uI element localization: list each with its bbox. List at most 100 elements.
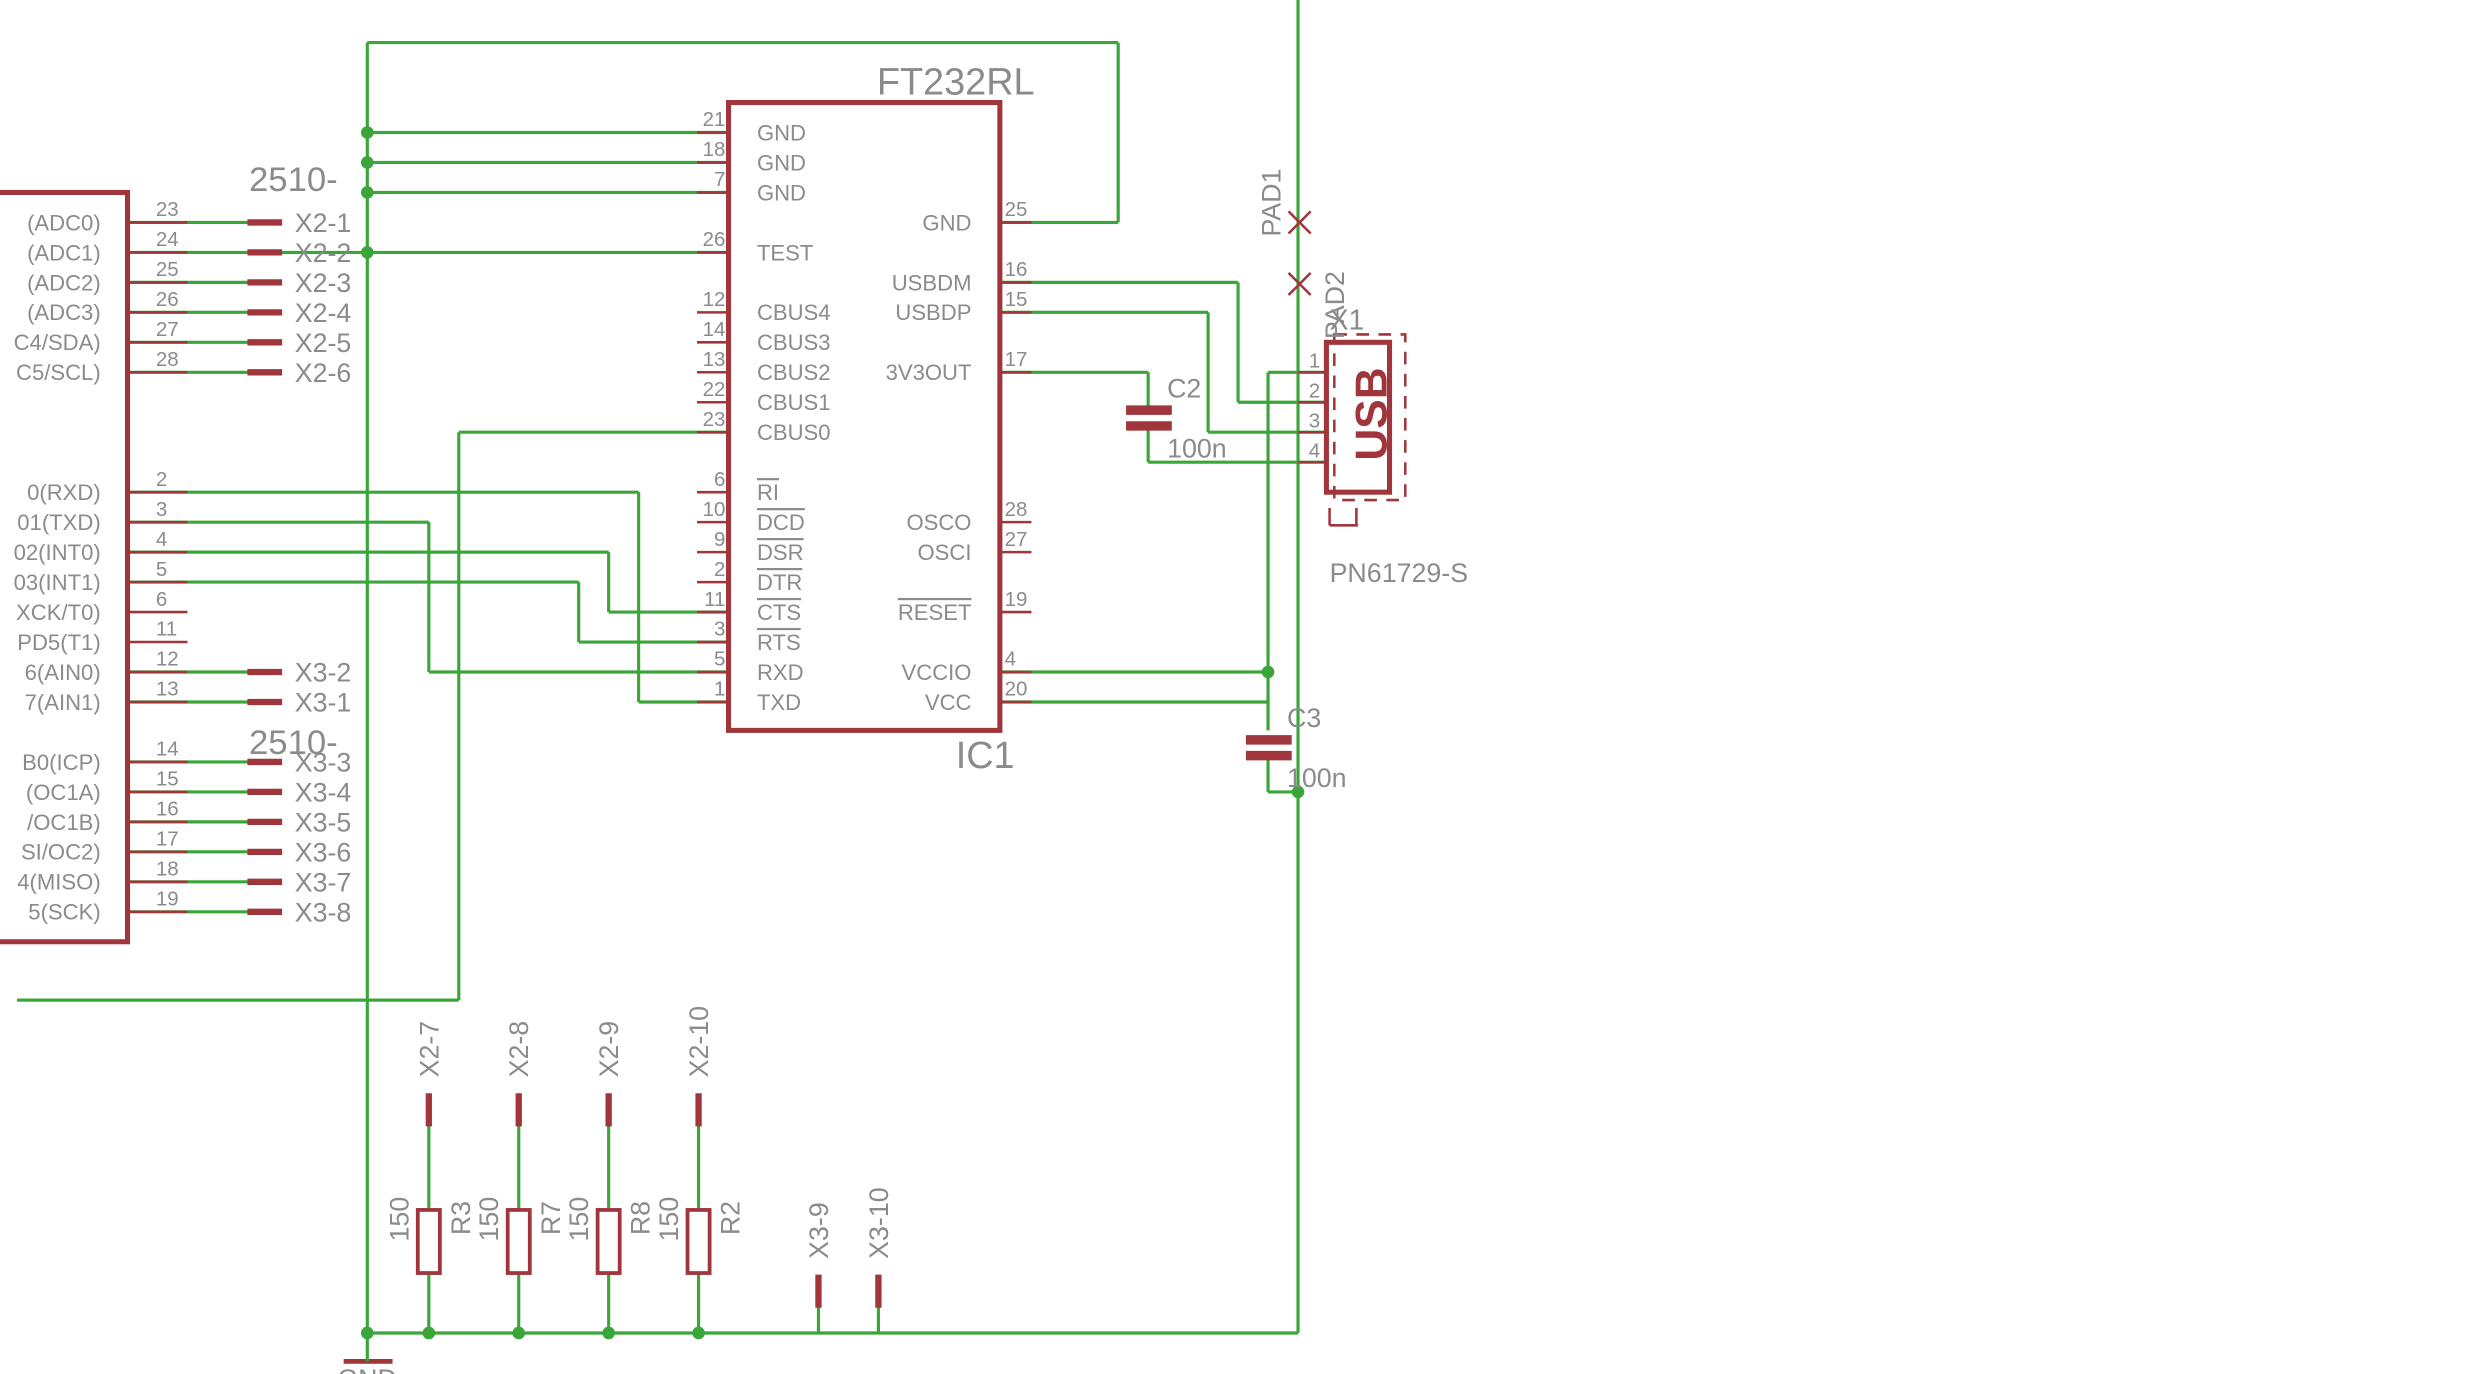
pad2-x-icon <box>1287 272 1312 296</box>
mcu-pin-number: 2 <box>156 468 167 491</box>
ic1-pin-number: 12 <box>703 288 726 311</box>
ic1-value: FT232RL <box>877 62 1035 104</box>
usb-pin-number: 3 <box>1309 410 1320 433</box>
resistor-name: R2 <box>716 1201 746 1235</box>
mcu-pin-number: 13 <box>156 678 179 701</box>
ic1-pin-number: 25 <box>1005 198 1028 221</box>
ic1-pin-name: RXD <box>757 660 804 685</box>
mcu-pin-number: 17 <box>156 828 179 851</box>
mcu-pin-name: 03(INT1) <box>14 570 101 595</box>
c2-value: 100n <box>1167 433 1227 463</box>
mcu-pin-name: PD5(T1) <box>17 630 100 655</box>
ic1-pin-number: 9 <box>714 528 725 551</box>
resistor-value: 150 <box>564 1197 594 1242</box>
resistor-value: 150 <box>384 1197 414 1242</box>
resistor-body <box>595 1208 622 1275</box>
mcu-pin-number: 5 <box>156 558 167 581</box>
junction-dot <box>360 126 374 139</box>
ic1-name: IC1 <box>956 735 1015 777</box>
x3-connector-label: 2510- <box>249 724 338 762</box>
mcu-pin-name: B0(ICP) <box>22 750 101 775</box>
connector-pin-label: X2-3 <box>295 268 352 298</box>
junctions <box>360 126 1305 1340</box>
mcu-pin-name: C5/SCL) <box>16 360 101 385</box>
mcu-pin-name: 7(AIN1) <box>25 690 101 715</box>
mcu-pin-number: 19 <box>156 887 179 910</box>
resistor-value: 150 <box>474 1197 504 1242</box>
extra-pin-label: X3-9 <box>804 1202 834 1259</box>
junction-dot <box>692 1326 705 1340</box>
mcu-pin-name: 5(SCK) <box>28 900 100 925</box>
mcu-pin-number: 14 <box>156 738 179 761</box>
mcu-pin-number: 4 <box>156 528 167 551</box>
x2-connector-label: 2510- <box>249 161 338 199</box>
wires <box>17 0 1327 1335</box>
ic1-pin-number: 17 <box>1005 348 1028 371</box>
pads: PAD1 PAD2 <box>1257 169 1350 340</box>
mcu-pin-number: 6 <box>156 588 167 611</box>
ic1-pin-number: 14 <box>703 318 726 341</box>
ic1-pin-name: RTS <box>757 630 801 655</box>
ic1-pin-number: 4 <box>1005 648 1016 671</box>
junction-dot <box>1261 665 1275 679</box>
ic1-pin-name: CBUS0 <box>757 420 831 445</box>
resistor-name: R7 <box>536 1201 566 1235</box>
mcu-pin-number: 18 <box>156 858 179 881</box>
resistor-name: R8 <box>626 1201 656 1235</box>
ic1-pin-name: GND <box>922 210 971 235</box>
mcu-pin-name: 0(RXD) <box>27 480 101 505</box>
resistor-connector-label: X2-10 <box>684 1006 714 1078</box>
connector-pin-label: X3-5 <box>295 807 352 837</box>
usb-pin-number: 2 <box>1309 380 1320 403</box>
ic1-pin-name: GND <box>757 150 806 175</box>
ic1-pin-name: CBUS4 <box>757 300 831 325</box>
mcu-pin-name: (ADC2) <box>27 270 101 295</box>
ic1-pin-number: 6 <box>714 468 725 491</box>
mcu-pin-number: 16 <box>156 798 179 821</box>
mcu-pin-number: 15 <box>156 768 179 791</box>
mcu-pin-name: SI/OC2) <box>21 840 101 865</box>
gnd-label: GND <box>337 1364 397 1374</box>
ic1-pin-number: 15 <box>1005 288 1028 311</box>
ic1-pin-name: DSR <box>757 540 804 565</box>
mcu-pin-number: 25 <box>156 258 179 281</box>
connector-pin-label: X3-3 <box>295 747 352 777</box>
resistor-body <box>505 1208 532 1275</box>
ic1-pin-name: RESET <box>898 600 972 625</box>
resistor-body <box>685 1208 712 1275</box>
ic1-pin-name: TEST <box>757 240 813 265</box>
connector-pin-label: X2-4 <box>295 298 352 328</box>
resistor-connector-label: X2-8 <box>504 1021 534 1078</box>
ic1-right-pins: 25GND16USBDM15USBDP173V3OUT28OSCO27OSCI1… <box>886 198 1032 715</box>
mcu-pin-name: (ADC3) <box>27 300 101 325</box>
mcu-pin-name: 01(TXD) <box>17 510 100 535</box>
ic1-pin-name: DTR <box>757 570 802 595</box>
ic1-left-pins: 21GND18GND7GND26TEST12CBUS414CBUS313CBUS… <box>696 108 831 715</box>
ic1-pin-number: 10 <box>703 498 726 521</box>
connector-pin-label: X2-5 <box>295 328 352 358</box>
mcu-pin-name: 02(INT0) <box>14 540 101 565</box>
mcu-pin-number: 24 <box>156 228 179 251</box>
usb-name: X1 <box>1330 305 1365 337</box>
usb-pin-number: 4 <box>1309 439 1320 462</box>
mcu: 23(ADC0)X2-124(ADC1)X2-225(ADC2)X2-326(A… <box>0 161 352 945</box>
connector-pin-label: X3-6 <box>295 837 352 867</box>
mcu-pin-number: 23 <box>156 198 179 221</box>
pad1-label: PAD1 <box>1257 169 1287 237</box>
ic1-pin-name: RI <box>757 480 779 505</box>
junction-dot <box>1291 785 1305 799</box>
connector-pin-label: X3-1 <box>295 687 352 717</box>
ic1-pin-name: VCCIO <box>902 660 972 685</box>
usb-bracket <box>1328 507 1358 527</box>
ic1-pin-name: CBUS3 <box>757 330 831 355</box>
junction-dot <box>360 246 374 259</box>
ic1-pin-name: DCD <box>757 510 805 535</box>
mcu-pin-name: 4(MISO) <box>17 870 100 895</box>
usb-body <box>1323 339 1393 495</box>
ic1-pin-number: 3 <box>714 618 725 641</box>
junction-dot <box>360 156 374 169</box>
extra-pin-label: X3-10 <box>864 1187 894 1259</box>
ic1-pin-number: 7 <box>714 168 725 191</box>
